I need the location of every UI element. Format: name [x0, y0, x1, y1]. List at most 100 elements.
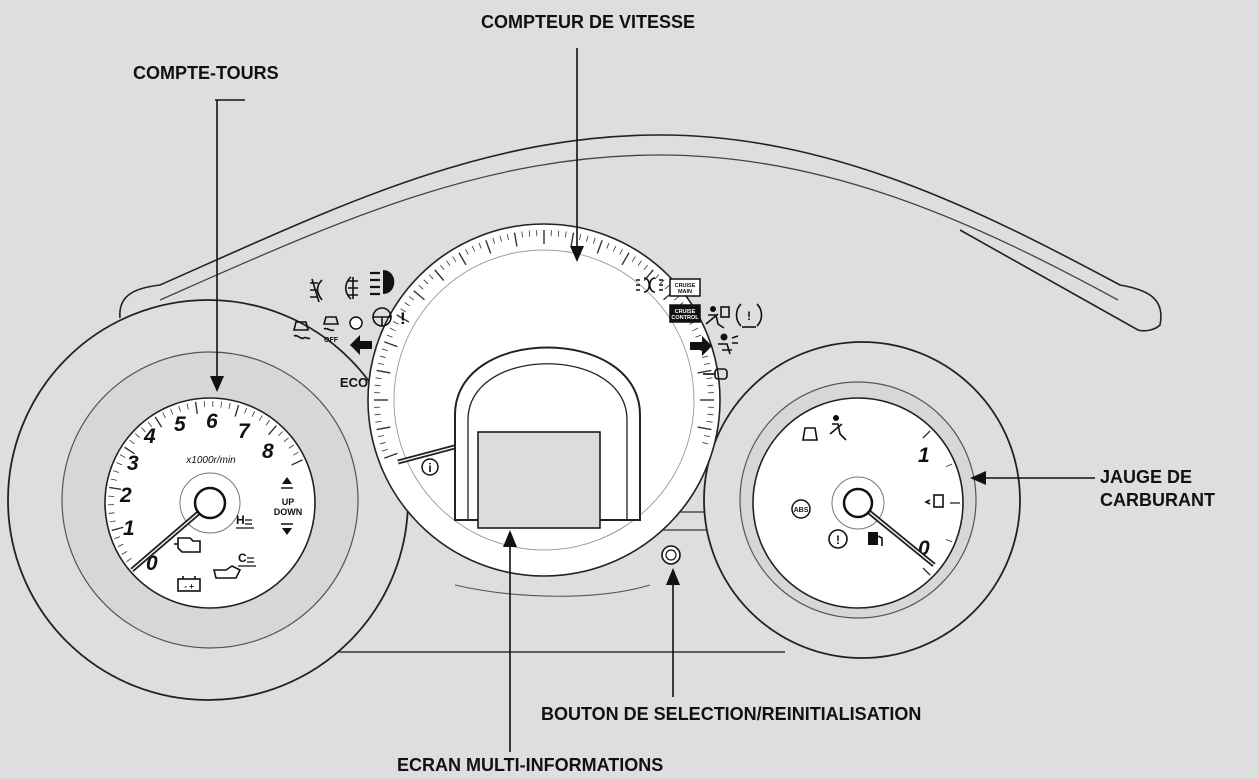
- speedometer-tick: [379, 442, 386, 445]
- speedometer-tick: [654, 274, 660, 280]
- tach-num-8: 8: [262, 440, 274, 463]
- tachometer-tick: [251, 411, 256, 417]
- check-engine-icon: [174, 537, 201, 553]
- speedometer-tick: [377, 435, 384, 438]
- speedometer-tick: [375, 421, 382, 423]
- speedometer-tick: [393, 321, 399, 325]
- speedometer-leader: [570, 48, 584, 262]
- svg-text:- +: - +: [184, 582, 194, 591]
- tachometer-numbers: 0 1 2 3 4 5 6 7 8: [119, 410, 274, 575]
- speedometer-tick: [428, 274, 434, 280]
- speedometer-tick: [485, 240, 492, 254]
- srs-airbag-icon: [718, 333, 739, 355]
- fuel-gauge: 1 0 ABS !: [752, 397, 964, 609]
- temp-cold-waves: [238, 557, 256, 567]
- tachometer-tick: [194, 401, 198, 415]
- cruise-main-icon: CRUISE MAIN: [669, 278, 701, 297]
- speedometer-tick: [471, 245, 476, 252]
- speedometer-tick: [506, 233, 509, 240]
- speedometer-tick: [452, 256, 457, 262]
- callout-tachometer: COMPTE-TOURS: [133, 63, 279, 83]
- tachometer-tick: [119, 454, 126, 458]
- fuel-gauge-leader: [970, 471, 1095, 485]
- speedometer-tick: [386, 334, 393, 338]
- svg-text:OFF: OFF: [324, 337, 339, 344]
- cluster-hood-inner: [159, 154, 1119, 301]
- seat-belt-icon: [829, 415, 847, 441]
- tachometer-tick: [162, 412, 166, 419]
- speedometer-tick: [465, 249, 469, 255]
- speedometer-tick: [375, 377, 382, 379]
- tachometer-tick: [141, 427, 146, 433]
- svg-text:CRUISE: CRUISE: [675, 309, 696, 315]
- select-reset-knob[interactable]: [661, 545, 681, 565]
- speedometer-tick: [376, 426, 391, 431]
- tachometer-hub: [193, 486, 227, 520]
- indicator-panel: ! OFF ECO CRUISE MAIN CRUISE CONTRO: [292, 270, 763, 390]
- speedometer-tick: [659, 279, 665, 285]
- speedometer-tick: [579, 233, 582, 240]
- svg-text:!: !: [747, 309, 751, 323]
- speedometer-tick: [418, 284, 424, 290]
- speedometer-tick: [664, 284, 670, 290]
- tachometer-tick: [154, 416, 163, 428]
- speedometer-needle-core: [397, 444, 463, 463]
- tachometer-tick: [220, 401, 222, 408]
- callout-leader-lines: [210, 48, 1095, 752]
- speedometer-tick: [704, 362, 711, 365]
- turn-signal-left-icon: [350, 335, 372, 355]
- immobilizer-indicator-icon: [349, 316, 363, 330]
- fuel-gauge-tick: [945, 538, 953, 543]
- speedometer-tick: [440, 264, 445, 271]
- eco-indicator: ECO: [340, 375, 368, 390]
- speedometer-tick: [643, 264, 648, 271]
- tachometer-tick: [186, 403, 189, 410]
- speedometer-tick: [637, 260, 642, 266]
- tachometer-tick: [117, 543, 124, 548]
- tachometer-tick: [147, 421, 153, 427]
- headlight-indicator-icon: [636, 277, 663, 293]
- svg-text:!: !: [836, 533, 840, 547]
- abs-icon: [791, 499, 811, 519]
- tachometer-tick: [291, 459, 303, 466]
- tach-num-7: 7: [238, 420, 251, 443]
- speedometer-tick: [673, 296, 680, 301]
- tire-pressure-warning-icon: !: [735, 303, 763, 328]
- speedometer-tick: [697, 369, 712, 374]
- tachometer-tick: [228, 402, 231, 409]
- multi-info-leader: [503, 530, 517, 752]
- speedometer-tick: [631, 256, 636, 262]
- tachometer: 0 1 2 3 4 5 6 7 8 x1000r/min UP DOWN H C: [104, 397, 316, 609]
- tachometer-needle-core: [131, 502, 211, 571]
- speedometer-tick: [381, 448, 388, 452]
- speedometer-tick: [592, 237, 596, 244]
- tachometer-tick: [113, 470, 120, 473]
- speedometer-tick: [374, 384, 381, 387]
- speedometer-tick: [408, 296, 415, 301]
- tachometer-tick: [278, 431, 284, 436]
- speedometer-tick: [400, 308, 406, 313]
- svg-text:CRUISE: CRUISE: [675, 283, 696, 289]
- cluster-inner-line: [454, 584, 651, 597]
- tachometer-tick: [121, 551, 128, 555]
- callout-speedometer: COMPTEUR DE VITESSE: [481, 12, 696, 32]
- tachometer-tick: [234, 404, 240, 417]
- speedometer-tick: [621, 252, 630, 266]
- speedometer-tick: [565, 231, 567, 238]
- svg-text:CONTROL: CONTROL: [671, 315, 699, 321]
- vsa-icon: [292, 321, 311, 340]
- speedometer-tick: [381, 348, 388, 352]
- speedometer-tick: [586, 235, 589, 242]
- speedometer-tick: [434, 269, 445, 281]
- brake-warning-icon: !: [828, 529, 848, 549]
- info-icon: [421, 458, 439, 476]
- speedometer-tick: [557, 230, 560, 237]
- shift-down-icon: [282, 528, 292, 535]
- speedometer-tick: [446, 260, 451, 266]
- tach-num-6: 6: [206, 410, 218, 433]
- select-reset-leader: [666, 568, 680, 697]
- high-beam-icon: [370, 270, 395, 296]
- tachometer-tick: [124, 446, 136, 455]
- speedometer-tick: [499, 235, 502, 242]
- tachometer-tick: [134, 433, 140, 438]
